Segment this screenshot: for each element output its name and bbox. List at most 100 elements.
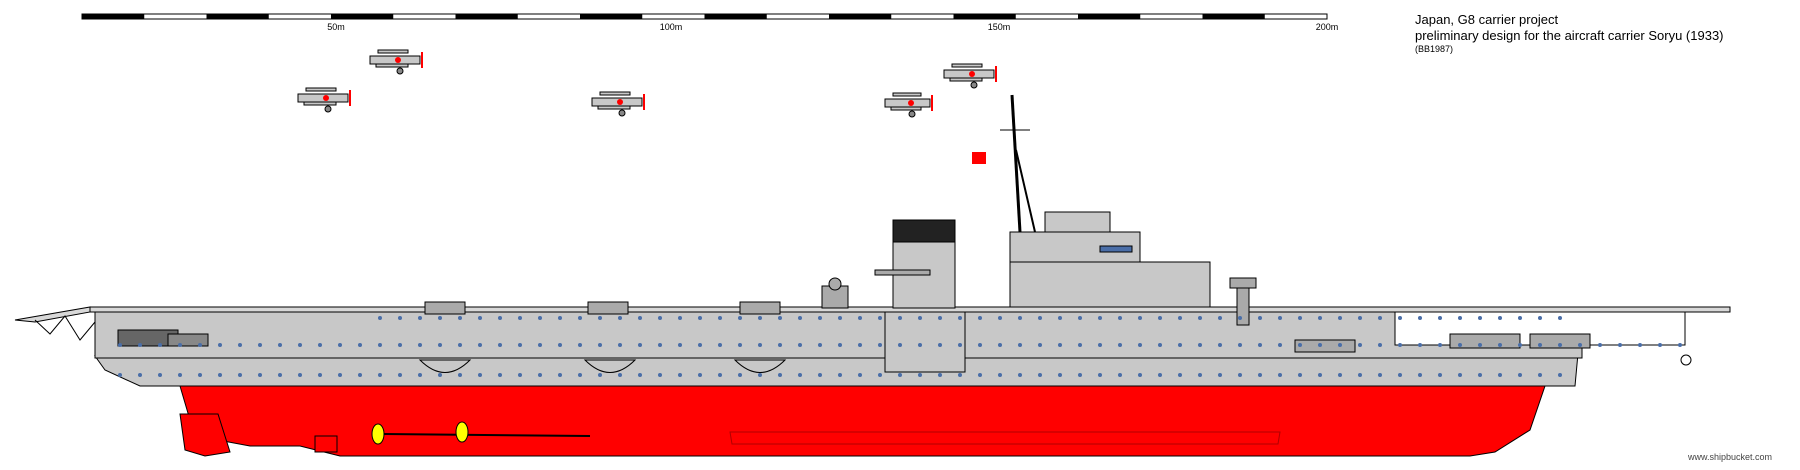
- porthole: [138, 373, 142, 377]
- porthole: [998, 373, 1002, 377]
- porthole: [498, 316, 502, 320]
- porthole: [1538, 373, 1542, 377]
- porthole: [958, 373, 962, 377]
- porthole: [1358, 343, 1362, 347]
- porthole: [518, 373, 522, 377]
- title-line-3: (BB1987): [1415, 44, 1454, 54]
- title-line-2: preliminary design for the aircraft carr…: [1415, 28, 1724, 43]
- porthole: [1198, 343, 1202, 347]
- scale-segment: [455, 14, 518, 19]
- porthole: [458, 373, 462, 377]
- porthole: [1378, 373, 1382, 377]
- porthole: [218, 373, 222, 377]
- porthole: [1518, 343, 1522, 347]
- porthole: [858, 316, 862, 320]
- porthole: [538, 343, 542, 347]
- porthole: [1218, 343, 1222, 347]
- porthole: [358, 343, 362, 347]
- porthole: [838, 373, 842, 377]
- porthole: [958, 343, 962, 347]
- porthole: [618, 343, 622, 347]
- porthole: [578, 343, 582, 347]
- porthole: [1238, 316, 1242, 320]
- porthole: [1518, 373, 1522, 377]
- porthole: [1178, 316, 1182, 320]
- porthole: [1358, 373, 1362, 377]
- porthole: [1558, 316, 1562, 320]
- porthole: [1378, 316, 1382, 320]
- porthole: [498, 373, 502, 377]
- biplane-icon: [297, 87, 351, 113]
- porthole: [1558, 373, 1562, 377]
- porthole: [678, 343, 682, 347]
- porthole: [1198, 373, 1202, 377]
- porthole: [1258, 316, 1262, 320]
- gun-turret: [424, 301, 466, 315]
- porthole: [698, 373, 702, 377]
- naval-ensign: [972, 152, 986, 164]
- porthole: [818, 316, 822, 320]
- porthole: [1178, 373, 1182, 377]
- porthole: [518, 316, 522, 320]
- scale-segment: [829, 14, 892, 19]
- porthole: [198, 373, 202, 377]
- porthole: [378, 343, 382, 347]
- porthole: [1538, 343, 1542, 347]
- porthole: [1138, 316, 1142, 320]
- porthole: [1258, 373, 1262, 377]
- porthole: [558, 316, 562, 320]
- porthole: [1578, 343, 1582, 347]
- porthole: [718, 343, 722, 347]
- porthole: [538, 373, 542, 377]
- site-credit: www.shipbucket.com: [1688, 452, 1773, 462]
- porthole: [538, 316, 542, 320]
- gun-turret: [587, 301, 629, 315]
- porthole: [458, 316, 462, 320]
- porthole: [798, 316, 802, 320]
- porthole: [1158, 316, 1162, 320]
- porthole: [738, 343, 742, 347]
- porthole: [1498, 343, 1502, 347]
- propeller-icon: [371, 423, 591, 445]
- porthole: [278, 373, 282, 377]
- title-block: Japan, G8 carrier project preliminary de…: [1415, 12, 1724, 55]
- porthole: [858, 373, 862, 377]
- scale-bar-segments: [82, 14, 1265, 19]
- forward-tower-head: [1229, 277, 1257, 289]
- porthole: [938, 343, 942, 347]
- porthole: [298, 373, 302, 377]
- porthole: [1138, 373, 1142, 377]
- porthole: [1498, 373, 1502, 377]
- porthole: [878, 373, 882, 377]
- porthole: [1298, 316, 1302, 320]
- porthole: [1338, 316, 1342, 320]
- porthole: [358, 373, 362, 377]
- hangar-aircraft: [1529, 333, 1591, 349]
- porthole: [1318, 343, 1322, 347]
- sponson-hump: [418, 359, 472, 373]
- porthole: [658, 343, 662, 347]
- hangar-aircraft: [1294, 339, 1356, 353]
- scale-segment: [331, 14, 394, 19]
- porthole: [438, 343, 442, 347]
- porthole: [338, 343, 342, 347]
- porthole: [658, 373, 662, 377]
- porthole: [158, 373, 162, 377]
- porthole: [1498, 316, 1502, 320]
- porthole: [678, 373, 682, 377]
- porthole: [1078, 373, 1082, 377]
- scale-label-100m: 100m: [660, 22, 683, 32]
- skeg: [314, 435, 338, 453]
- porthole: [578, 373, 582, 377]
- porthole: [378, 373, 382, 377]
- porthole: [1018, 343, 1022, 347]
- porthole: [978, 316, 982, 320]
- porthole: [558, 343, 562, 347]
- porthole: [278, 343, 282, 347]
- funnel-cap: [892, 219, 956, 243]
- porthole: [1618, 343, 1622, 347]
- bulge-outline: [729, 431, 1281, 445]
- porthole: [1098, 373, 1102, 377]
- porthole: [598, 373, 602, 377]
- porthole: [1458, 373, 1462, 377]
